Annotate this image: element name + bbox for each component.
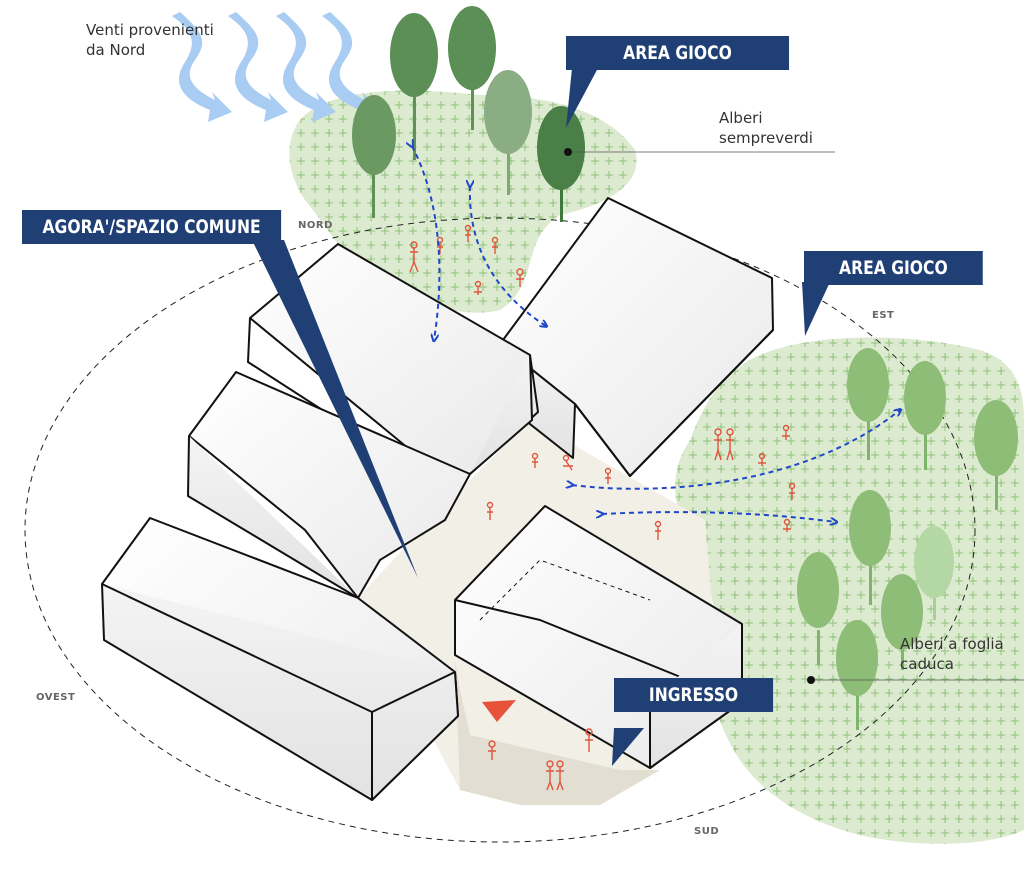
person: [486, 501, 494, 520]
entrance-floor: [455, 660, 660, 805]
arrow-east-1: [572, 410, 900, 490]
tree: [974, 400, 1018, 510]
cardinal-north: NORD: [298, 220, 333, 231]
tree: [537, 106, 585, 222]
tree: [849, 490, 891, 605]
person: [546, 760, 554, 791]
tree: [448, 6, 496, 130]
tree: [904, 361, 946, 470]
evergreen-trees: [352, 6, 585, 222]
tree: [881, 574, 923, 670]
cardinal-east: EST: [872, 310, 895, 321]
building-south-west: [101, 517, 459, 801]
deciduous-dot: [807, 676, 815, 684]
person: [488, 740, 496, 760]
building-west-middle: [187, 371, 471, 599]
callout-agora: AGORA'/SPAZIO COMUNE: [22, 210, 282, 244]
callout-pointers: [252, 68, 830, 766]
tree: [797, 552, 839, 665]
tree: [390, 13, 438, 160]
movement-arrows: [412, 146, 900, 522]
east-green-area: [675, 337, 1024, 844]
tree: [914, 526, 954, 620]
tree: [484, 70, 532, 195]
deciduous-label: Alberi a foglia caduca: [900, 635, 1004, 673]
callout-play-area-east: AREA GIOCO: [804, 251, 983, 285]
cardinal-south: SUD: [694, 826, 720, 837]
arrow-north-1: [412, 146, 441, 340]
evergreen-dot: [564, 148, 572, 156]
cardinal-west: OVEST: [36, 692, 76, 703]
evergreen-label: Alberi sempreverdi: [719, 109, 813, 147]
arrow-east-2: [602, 512, 836, 522]
deciduous-trees: [797, 348, 1018, 730]
callout-entrance: INGRESSO: [614, 678, 774, 712]
wind-arrows: [172, 12, 382, 122]
person: [531, 452, 539, 468]
wind-label: Venti provenienti da Nord: [86, 21, 214, 59]
tree: [352, 95, 396, 218]
callout-play-area-north: AREA GIOCO: [566, 36, 790, 70]
arrow-north-2: [470, 186, 546, 326]
entrance-marker: [482, 700, 516, 722]
leader-lines: [568, 151, 1024, 681]
tree: [836, 620, 878, 730]
person: [556, 760, 564, 791]
person: [585, 728, 593, 752]
